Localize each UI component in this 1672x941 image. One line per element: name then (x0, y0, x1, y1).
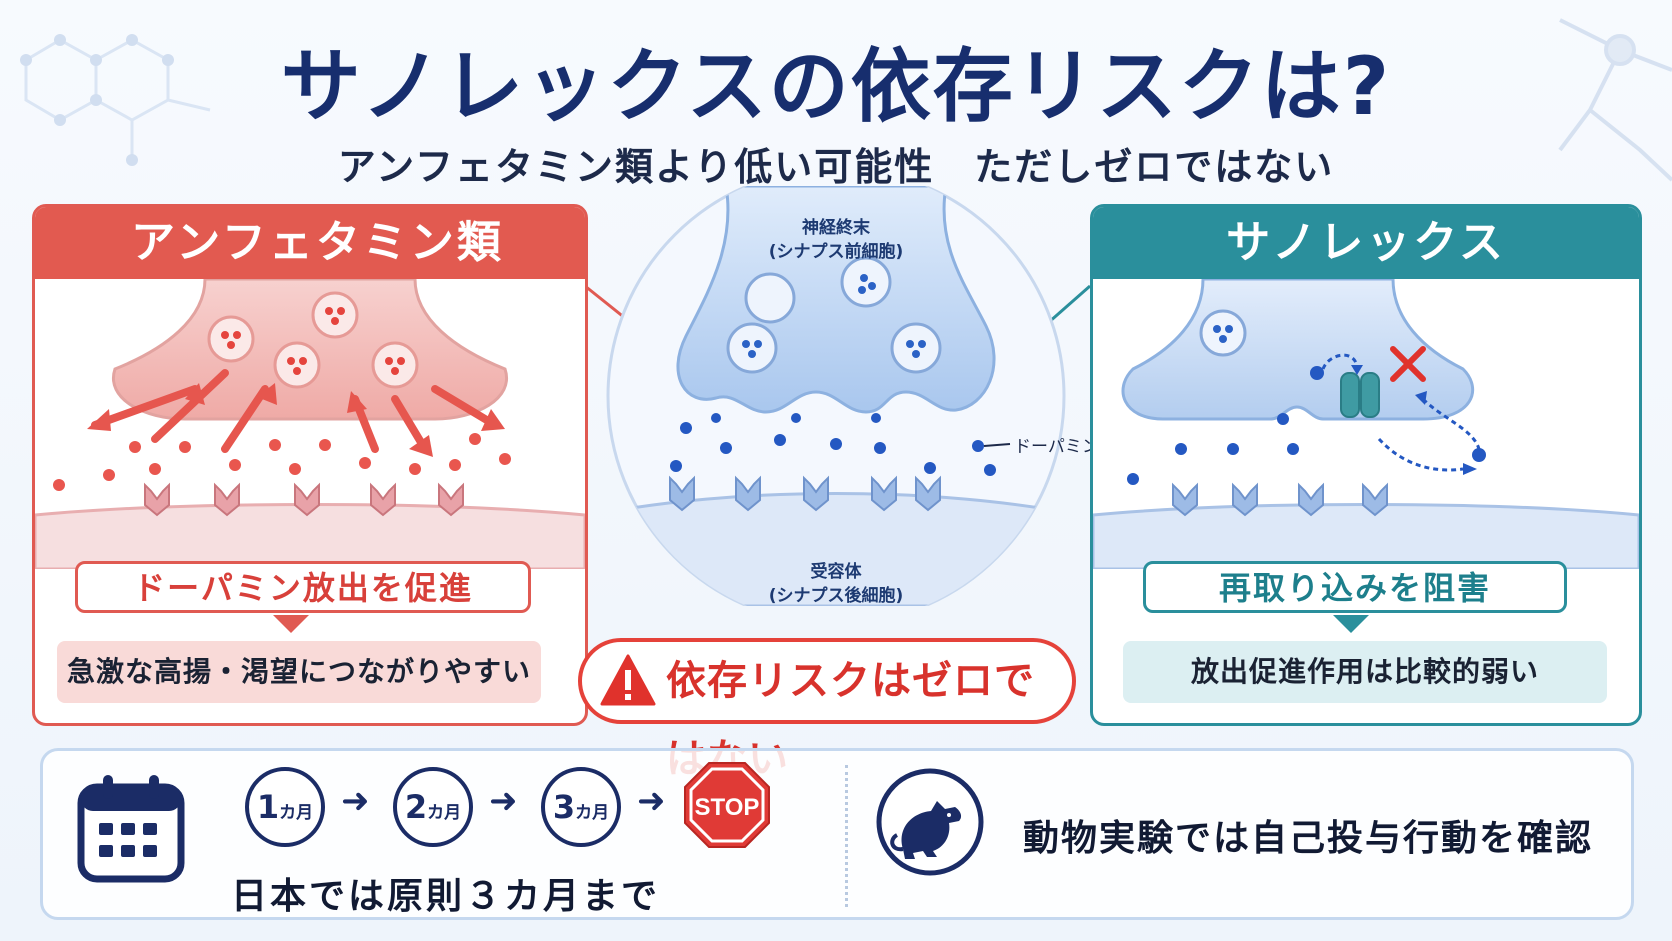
warning-icon (600, 654, 656, 706)
month-2-unit: カ月 (427, 803, 462, 823)
arrow-right-icon: ➜ (637, 781, 666, 821)
receptor-title: 受容体 (810, 562, 862, 582)
arrow-right-icon: ➜ (489, 781, 518, 821)
stop-sign-icon: STOP (684, 762, 770, 848)
sanorex-effect: 放出促進作用は比較的弱い (1123, 641, 1607, 703)
page-subtitle: アンフェタミン類より低い可能性 ただしゼロではない (337, 145, 1335, 189)
month-3-number: 3 (552, 788, 576, 826)
month-2-number: 2 (404, 788, 428, 826)
amphetamine-header: アンフェタミン類 (35, 207, 585, 279)
synapse-illustration (606, 186, 1066, 606)
month-3-unit: カ月 (575, 803, 610, 823)
divider (845, 765, 848, 907)
month-1-unit: カ月 (279, 803, 314, 823)
calendar-icon (77, 775, 185, 883)
down-arrow-icon (1333, 615, 1369, 633)
presynaptic-title: 神経終末 (802, 218, 870, 238)
presynaptic-subtitle: (シナプス前細胞) (768, 242, 904, 262)
month-1-circle: 1カ月 (245, 767, 325, 847)
arrow-right-icon: ➜ (341, 781, 370, 821)
stop-sign-text: STOP (695, 794, 760, 821)
amphetamine-effect: 急激な高揚・渇望につながりやすい (57, 641, 541, 703)
sanorex-mechanism-label: 再取り込みを阻害 (1143, 561, 1567, 613)
amphetamine-synapse-illustration (35, 279, 585, 569)
dopamine-label: ドーパミン (1014, 437, 1099, 457)
presynaptic-label: 神経終末 (シナプス前細胞) (736, 216, 936, 264)
month-3-circle: 3カ月 (541, 767, 621, 847)
bottom-info-box: 1カ月 ➜ 2カ月 ➜ 3カ月 ➜ STOP 日本では原則３カ月まで 動物実験で… (40, 748, 1634, 920)
rat-icon (876, 768, 984, 876)
page-title: サノレックスの依存リスクは? (280, 40, 1392, 133)
receptor-subtitle: (シナプス後細胞) (768, 586, 904, 606)
warning-banner: 依存リスクはゼロではない (578, 638, 1076, 782)
month-2-circle: 2カ月 (393, 767, 473, 847)
x-mark-icon (1390, 346, 1426, 382)
down-arrow-icon (273, 615, 309, 633)
duration-note: 日本では原則３カ月まで (231, 876, 661, 917)
animal-study-note: 動物実験では自己投与行動を確認 (1023, 818, 1594, 859)
sanorex-panel: サノレックス (1090, 204, 1642, 726)
sanorex-header: サノレックス (1093, 207, 1639, 279)
postsynaptic-label: 受容体 (シナプス後細胞) (736, 560, 936, 608)
sanorex-synapse-illustration (1093, 279, 1639, 569)
amphetamine-panel: アンフェタミン類 (32, 204, 588, 726)
amphetamine-mechanism-label: ドーパミン放出を促進 (75, 561, 531, 613)
month-1-number: 1 (256, 788, 280, 826)
